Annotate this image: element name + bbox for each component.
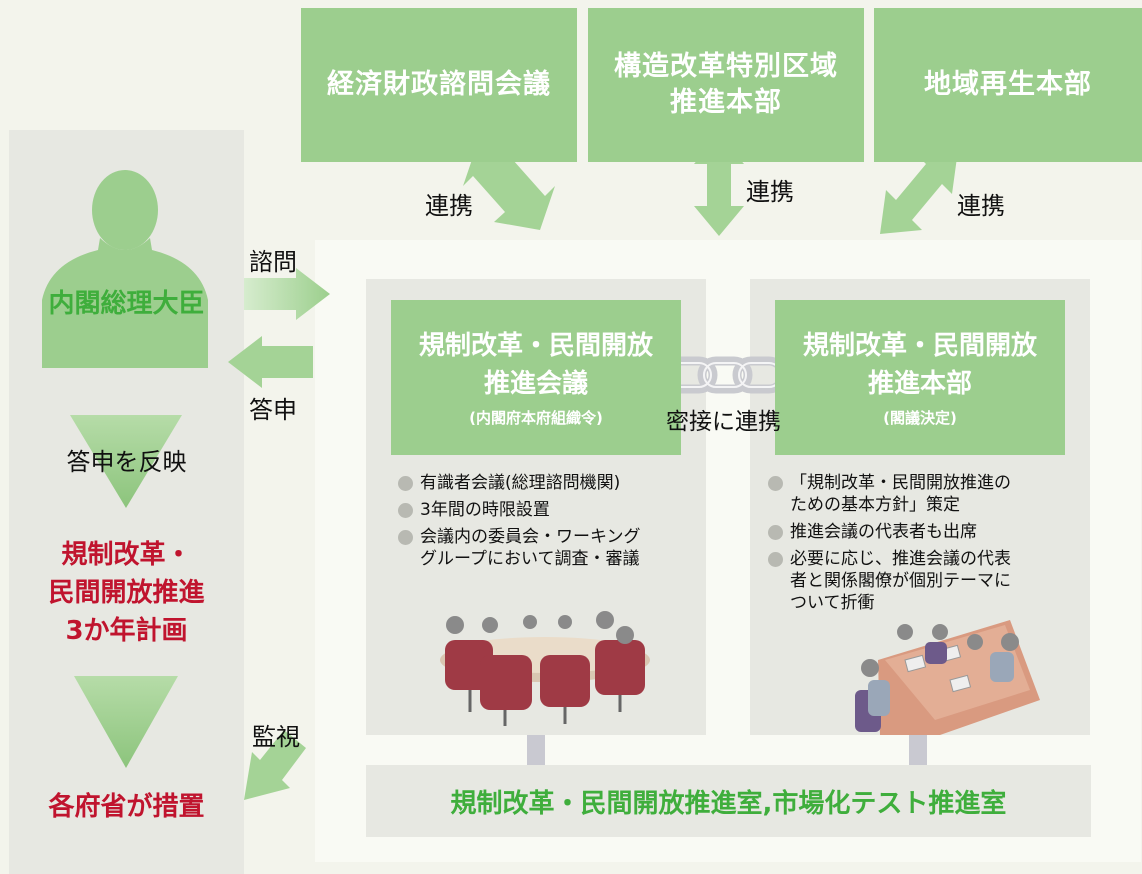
- reflect-label: 答申を反映: [66, 448, 187, 476]
- promotion-office-label: 規制改革・民間開放推進室,市場化テスト推進室: [450, 788, 1007, 819]
- list-item: 会議内の委員会・ワーキング グループにおいて調査・審議: [396, 526, 701, 570]
- honbu-title: 規制改革・民間開放 推進本部: [802, 330, 1037, 399]
- list-item: 有識者会議(総理諮問機関): [396, 472, 701, 494]
- list-item: 「規制改革・民間開放推進の ための基本方針」策定: [766, 472, 1086, 516]
- down-arrow-1-icon: [70, 415, 182, 508]
- list-item: 必要に応じ、推進会議の代表 者と関係閣僚が個別テーマに ついて折衝: [766, 548, 1086, 614]
- council-title: 規制改革・民間開放 推進会議: [418, 330, 653, 399]
- connector-right: [909, 735, 927, 765]
- connector-left: [527, 735, 545, 765]
- top-box-tokku: 構造改革特別区域 推進本部: [588, 8, 864, 162]
- prime-minister-label: 内閣総理大臣: [48, 289, 205, 319]
- shimon-arrow-icon: [244, 268, 330, 320]
- renkei-label-2: 連携: [746, 178, 794, 206]
- chain-link-icon: [662, 356, 788, 394]
- person-silhouette-icon: [42, 170, 208, 368]
- top-box-keizai: 経済財政諮問会議: [301, 8, 577, 162]
- council-subtitle: (内閣府本府組織令): [469, 408, 603, 427]
- renkei-label-3: 連携: [957, 192, 1005, 220]
- toshin-arrow-icon: [228, 336, 313, 388]
- three-year-plan-label: 規制改革・ 民間開放推進 3か年計画: [48, 540, 205, 646]
- kanshi-label: 監視: [252, 723, 300, 751]
- list-item: 3年間の時限設置: [396, 499, 701, 521]
- down-arrow-2-icon: [74, 676, 178, 768]
- promotion-office-bar: 規制改革・民間開放推進室,市場化テスト推進室: [366, 765, 1091, 837]
- meeting-illustration-2: [855, 620, 1040, 735]
- renkei-label-1: 連携: [425, 192, 473, 220]
- shimon-label: 諮問: [249, 248, 297, 276]
- ministries-measure-label: 各府省が措置: [48, 792, 205, 822]
- toshin-label: 答申: [249, 396, 297, 424]
- renkei-arrow-3-icon: [880, 150, 958, 234]
- renkei-arrow-1-icon: [463, 142, 555, 230]
- council-points: 有識者会議(総理諮問機関) 3年間の時限設置 会議内の委員会・ワーキング グルー…: [396, 472, 701, 575]
- top-box-chiiki: 地域再生本部: [874, 8, 1142, 162]
- list-item: 推進会議の代表者も出席: [766, 521, 1086, 543]
- meeting-illustration-1: [440, 611, 650, 726]
- kanshi-arrow-icon: [244, 730, 306, 800]
- council-title-box: 規制改革・民間開放 推進会議 (内閣府本府組織令): [391, 300, 681, 455]
- honbu-title-box: 規制改革・民間開放 推進本部 (閣議決定): [775, 300, 1065, 455]
- close-link-label: 密接に連携: [666, 409, 781, 435]
- honbu-points: 「規制改革・民間開放推進の ための基本方針」策定 推進会議の代表者も出席 必要に…: [766, 472, 1086, 619]
- honbu-subtitle: (閣議決定): [883, 408, 957, 427]
